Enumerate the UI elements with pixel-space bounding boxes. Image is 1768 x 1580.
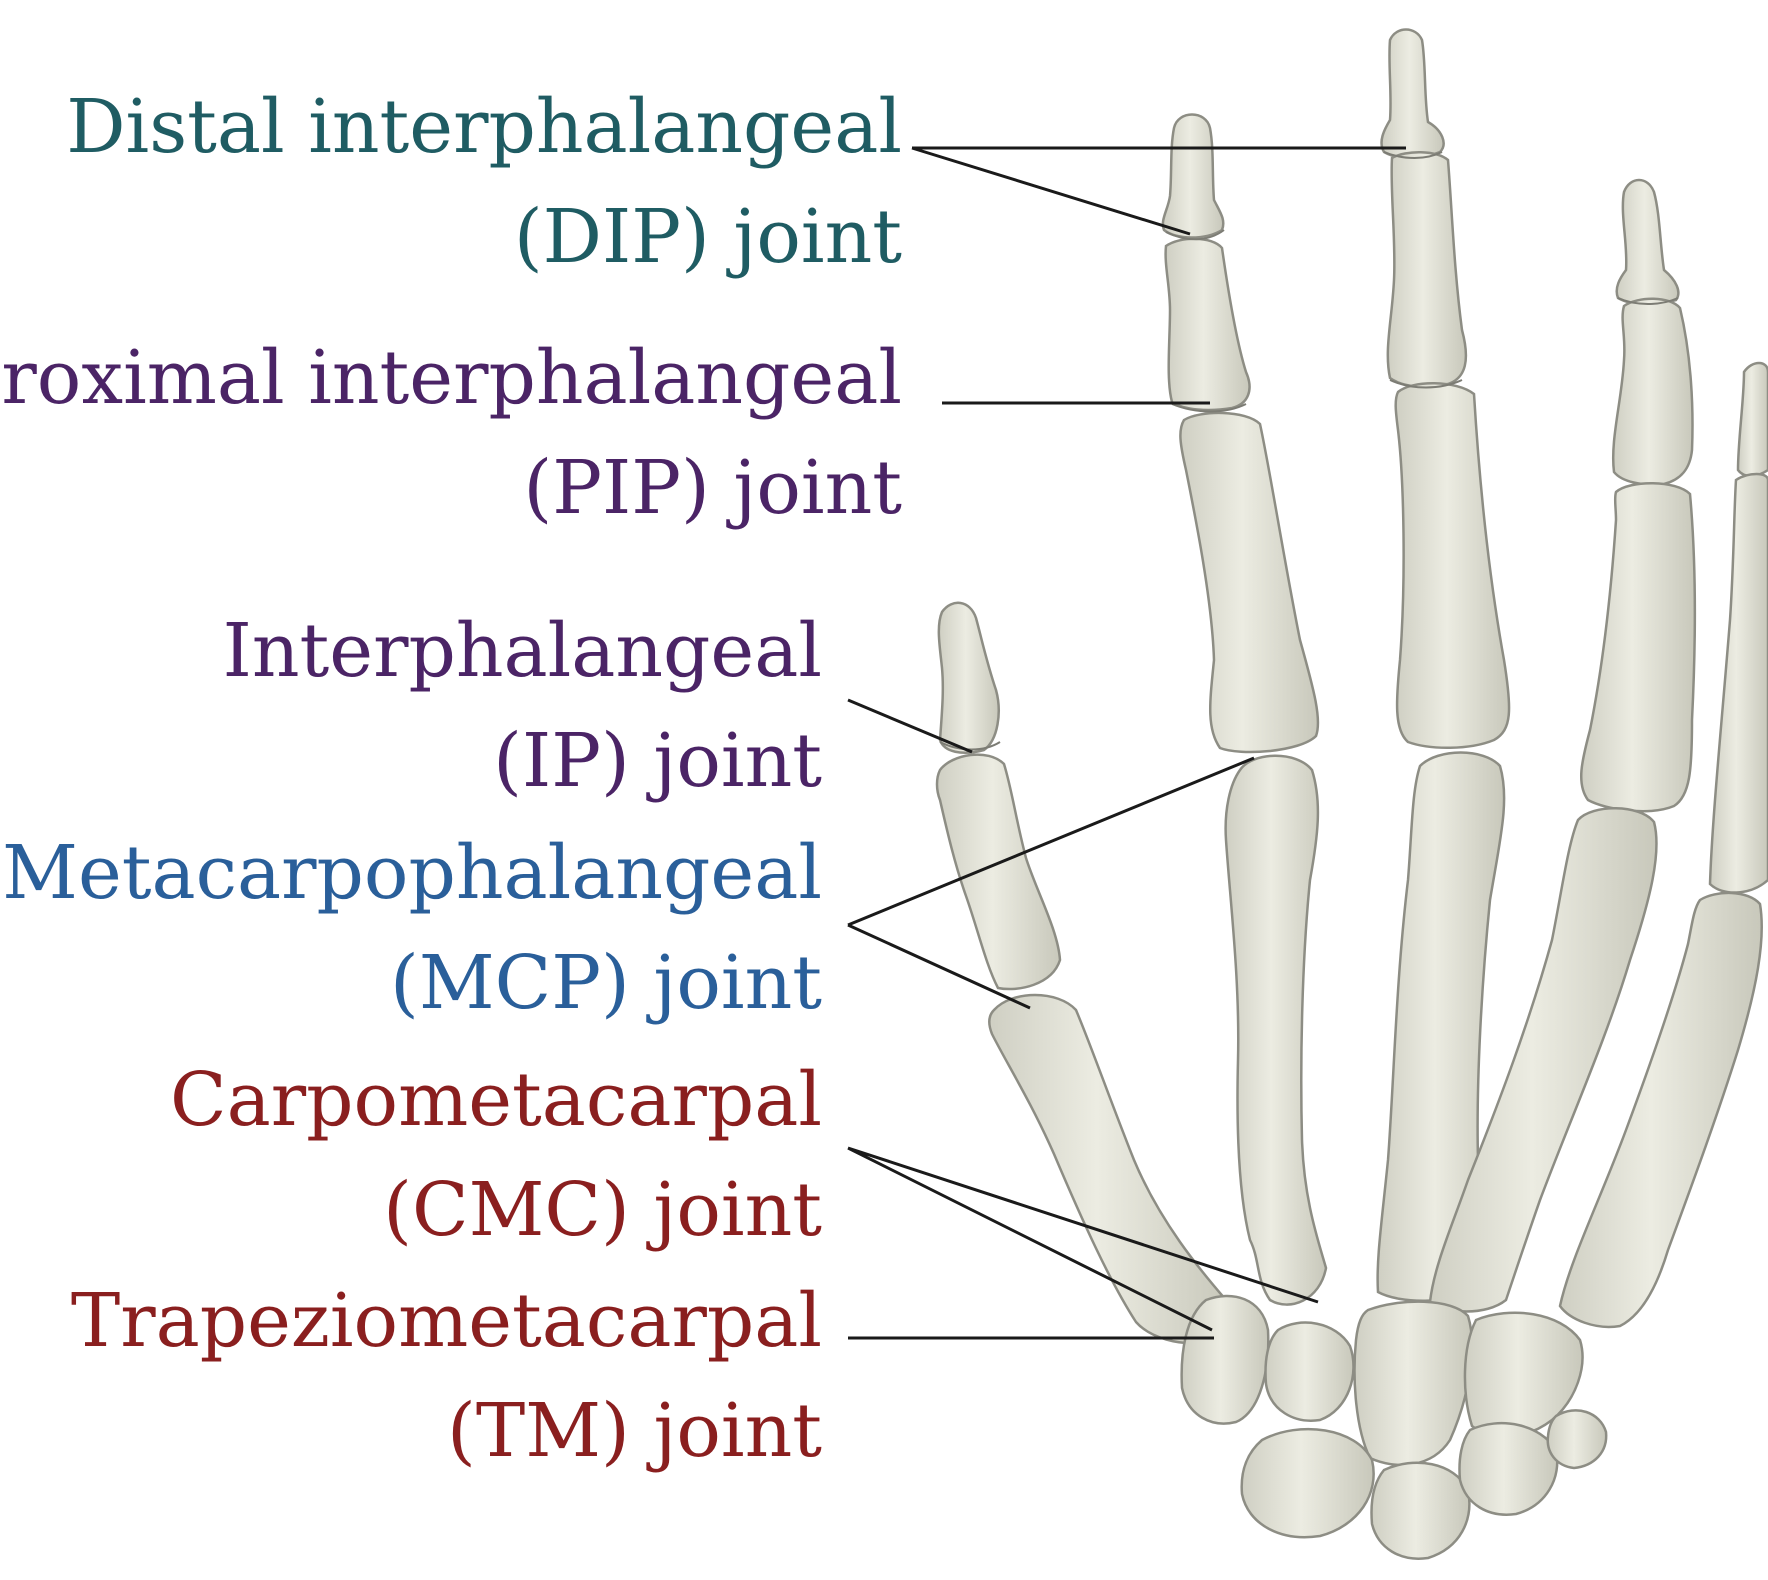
ip-joint-label: Interphalangeal (IP) joint: [223, 596, 822, 816]
little-middle-phalanx: [1738, 363, 1768, 476]
dip-joint-label-line1: Distal interphalangeal: [66, 72, 902, 182]
dip-joint-label-line2: (DIP) joint: [66, 182, 902, 292]
index-metacarpal: [1226, 756, 1326, 1305]
carpal-bones: [1182, 1296, 1607, 1559]
thumb-proximal-phalanx: [937, 755, 1060, 989]
capitate-bone: [1355, 1302, 1472, 1465]
tm-joint-label-line1: Trapeziometacarpal: [71, 1266, 822, 1376]
thumb-distal-phalanx: [939, 603, 999, 753]
tm-joint-label-line2: (TM) joint: [71, 1376, 822, 1486]
pisiform-bone: [1548, 1410, 1606, 1468]
ip-joint-label-line2: (IP) joint: [223, 706, 822, 816]
lunate-bone: [1372, 1463, 1470, 1559]
index-distal-phalanx: [1163, 115, 1223, 238]
ring-proximal-phalanx: [1581, 483, 1695, 811]
mcp-joint-label: Metacarpophalangeal (MCP) joint: [2, 818, 822, 1038]
thumb-metacarpal: [989, 995, 1228, 1343]
hand-bones: [937, 30, 1768, 1559]
triquetrum-bone: [1459, 1423, 1557, 1514]
joint-creases: [940, 152, 1678, 750]
trapezium-bone: [1182, 1296, 1269, 1424]
ring-distal-phalanx: [1617, 180, 1679, 304]
tm-joint-label: Trapeziometacarpal (TM) joint: [71, 1266, 822, 1486]
dip-leader-line: [912, 148, 1406, 234]
index-proximal-phalanx: [1180, 413, 1318, 752]
ring-middle-phalanx: [1613, 299, 1692, 485]
middle-distal-phalanx: [1382, 30, 1444, 159]
cmc-joint-label: Carpometacarpal (CMC) joint: [170, 1045, 822, 1265]
index-middle-phalanx: [1166, 239, 1250, 410]
middle-middle-phalanx: [1388, 152, 1466, 386]
little-proximal-phalanx: [1710, 474, 1768, 893]
scaphoid-bone: [1242, 1429, 1374, 1537]
dip-joint-label: Distal interphalangeal (DIP) joint: [66, 72, 902, 292]
pip-joint-label-line2: (PIP) joint: [0, 433, 902, 543]
mcp-joint-label-line2: (MCP) joint: [2, 928, 822, 1038]
index-finger-bones: [1163, 115, 1326, 1305]
pip-joint-label: Proximal interphalangeal (PIP) joint: [0, 323, 902, 543]
middle-proximal-phalanx: [1396, 383, 1509, 748]
pip-joint-label-line1: Proximal interphalangeal: [0, 323, 902, 433]
trapezoid-bone: [1266, 1323, 1354, 1421]
cmc-joint-label-line2: (CMC) joint: [170, 1155, 822, 1265]
middle-finger-bones: [1378, 30, 1510, 1301]
ip-joint-label-line1: Interphalangeal: [223, 596, 822, 706]
mcp-joint-label-line1: Metacarpophalangeal: [2, 818, 822, 928]
thumb-bones: [937, 603, 1228, 1343]
cmc-joint-label-line1: Carpometacarpal: [170, 1045, 822, 1155]
